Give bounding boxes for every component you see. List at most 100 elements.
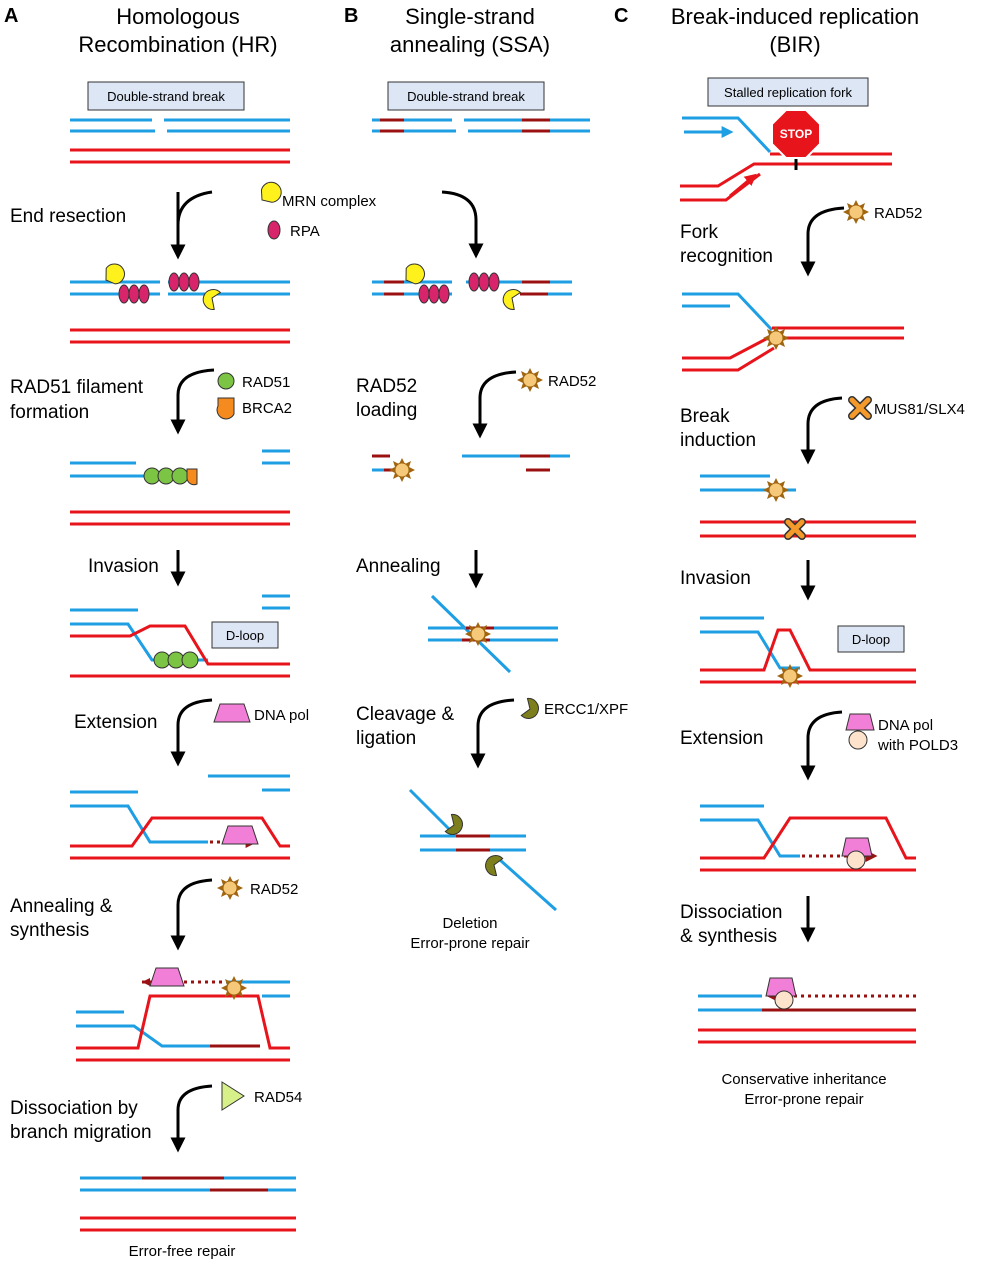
step-cleavage-line2: ligation bbox=[356, 728, 416, 749]
outcome-bir-line1: Conservative inheritance bbox=[721, 1071, 886, 1088]
brca2-label: BRCA2 bbox=[242, 400, 292, 417]
rad52-icon bbox=[763, 326, 789, 350]
rad52-legend-icon bbox=[217, 876, 243, 900]
rad51-filament bbox=[143, 467, 189, 485]
mus81-slx4-label: MUS81/SLX4 bbox=[874, 401, 965, 418]
dna-pol-icon bbox=[221, 825, 259, 845]
panel-letter-a: A bbox=[4, 5, 18, 27]
outcome-hr: Error-free repair bbox=[129, 1243, 236, 1260]
step-dissociation-bir-line2: & synthesis bbox=[680, 926, 777, 947]
outcome-ssa-line1: Deletion bbox=[442, 915, 497, 932]
step-fork-recognition-line1: Fork bbox=[680, 222, 719, 243]
step-invasion: Invasion bbox=[88, 556, 159, 577]
step-break-induction-line2: induction bbox=[680, 430, 756, 451]
step-rad51-filament-line1: RAD51 filament bbox=[10, 377, 144, 398]
step-annealing-ssa: Annealing bbox=[356, 556, 441, 577]
arrow-extension bbox=[170, 698, 213, 767]
mrn-complex-icon bbox=[502, 289, 522, 310]
double-strand-break-label-ssa: Double-strand break bbox=[407, 89, 525, 104]
arrow-ssa-resection bbox=[441, 190, 484, 259]
rpa-cluster bbox=[418, 272, 500, 304]
panel-title-ssa-line2: annealing (SSA) bbox=[390, 32, 550, 57]
rad52-legend-icon bbox=[517, 368, 543, 392]
dna-pol-legend-icon bbox=[213, 703, 251, 723]
double-strand-break-label: Double-strand break bbox=[107, 89, 225, 104]
step-rad52-loading-line2: loading bbox=[356, 400, 417, 421]
rad52-label-bir-fork: RAD52 bbox=[874, 205, 922, 222]
d-loop-label: D-loop bbox=[226, 628, 264, 643]
step-invasion-bir: Invasion bbox=[680, 568, 751, 589]
step-dissociation-bir-line1: Dissociation bbox=[680, 902, 782, 923]
rad54-legend-icon bbox=[221, 1081, 245, 1111]
step-dissociation-line1: Dissociation by bbox=[10, 1098, 138, 1119]
dsb-red-homolog bbox=[70, 148, 290, 164]
rad52-icon bbox=[221, 976, 247, 1000]
step-rad52-loading-line1: RAD52 bbox=[356, 376, 417, 397]
mrn-complex-legend-icon bbox=[260, 181, 282, 203]
mus81-slx4-icon bbox=[784, 518, 806, 540]
arrow-end-resection bbox=[176, 190, 213, 252]
d-loop-box-bir bbox=[837, 625, 905, 653]
ercc1-xpf-icon bbox=[444, 813, 463, 835]
step-break-induction-line1: Break bbox=[680, 406, 730, 427]
repaired-duplex bbox=[80, 1176, 296, 1232]
rad52-icon bbox=[465, 622, 491, 646]
stop-sign-label: STOP bbox=[780, 127, 812, 141]
rad52-label-hr: RAD52 bbox=[250, 881, 298, 898]
mus81-slx4-legend-icon bbox=[848, 396, 872, 420]
arrow-fork-recognition bbox=[800, 206, 845, 277]
outcome-bir-line2: Error-prone repair bbox=[744, 1091, 863, 1108]
mrn-complex-label: MRN complex bbox=[282, 193, 377, 210]
rad51-label: RAD51 bbox=[242, 374, 290, 391]
double-strand-break-box-ssa bbox=[387, 81, 545, 111]
dsb-blue-strands bbox=[70, 118, 290, 133]
step-annealing-line1: Annealing & bbox=[10, 896, 113, 917]
panel-title-bir-line1: Break-induced replication bbox=[671, 4, 919, 29]
outcome-ssa-line2: Error-prone repair bbox=[410, 935, 529, 952]
step-end-resection: End resection bbox=[10, 206, 126, 227]
brca2-icon bbox=[186, 468, 198, 486]
rad52-label-ssa: RAD52 bbox=[548, 373, 596, 390]
arrow-cleavage bbox=[470, 698, 515, 769]
rad54-label: RAD54 bbox=[254, 1089, 302, 1106]
panel-title-ssa-line1: Single-strand bbox=[405, 4, 535, 29]
stalled-fork-label: Stalled replication fork bbox=[724, 85, 852, 100]
step-dissociation-line2: branch migration bbox=[10, 1122, 152, 1143]
panel-bir: C Break-induced replication (BIR) Stalle… bbox=[614, 4, 965, 1108]
pold3-icon bbox=[846, 850, 866, 870]
step-annealing-line2: synthesis bbox=[10, 920, 89, 941]
mrn-complex-icon bbox=[202, 289, 222, 310]
dna-pol-icon bbox=[765, 977, 797, 997]
rpa-legend-icon bbox=[267, 220, 281, 240]
rpa-label: RPA bbox=[290, 223, 320, 240]
brca2-legend-icon bbox=[216, 397, 235, 420]
d-loop-label-bir: D-loop bbox=[852, 632, 890, 647]
mrn-complex-icon bbox=[405, 263, 425, 285]
pold3-legend-icon bbox=[848, 730, 868, 750]
dna-pol-icon bbox=[841, 837, 873, 857]
ercc1-xpf-icon bbox=[485, 855, 504, 877]
step-extension: Extension bbox=[74, 712, 157, 733]
panel-title-hr-line2: Recombination (HR) bbox=[78, 32, 277, 57]
step-extension-bir: Extension bbox=[680, 728, 763, 749]
rad52-legend-icon bbox=[843, 200, 869, 224]
stalled-fork-box bbox=[707, 77, 869, 107]
rad52-icon bbox=[389, 458, 415, 482]
arrow-dissociation bbox=[170, 1084, 213, 1153]
stop-sign-icon bbox=[771, 109, 821, 159]
dna-pol-label: DNA pol bbox=[254, 707, 309, 724]
dna-pol-pold3-label-line2: with POLD3 bbox=[877, 737, 958, 754]
step-fork-recognition-line2: recognition bbox=[680, 246, 773, 267]
arrow-extension-bir bbox=[800, 710, 843, 781]
d-loop-box bbox=[211, 621, 279, 649]
step-cleavage-line1: Cleavage & bbox=[356, 704, 455, 725]
arrow-rad52-loading bbox=[472, 370, 517, 439]
panel-title-hr-line1: Homologous bbox=[116, 4, 240, 29]
pold3-icon bbox=[774, 990, 794, 1010]
rad51-legend-icon bbox=[217, 372, 235, 390]
arrow-break-induction bbox=[800, 396, 843, 465]
ercc1-xpf-label: ERCC1/XPF bbox=[544, 701, 628, 718]
step-rad51-filament-line2: formation bbox=[10, 402, 89, 423]
panel-letter-b: B bbox=[344, 5, 358, 27]
